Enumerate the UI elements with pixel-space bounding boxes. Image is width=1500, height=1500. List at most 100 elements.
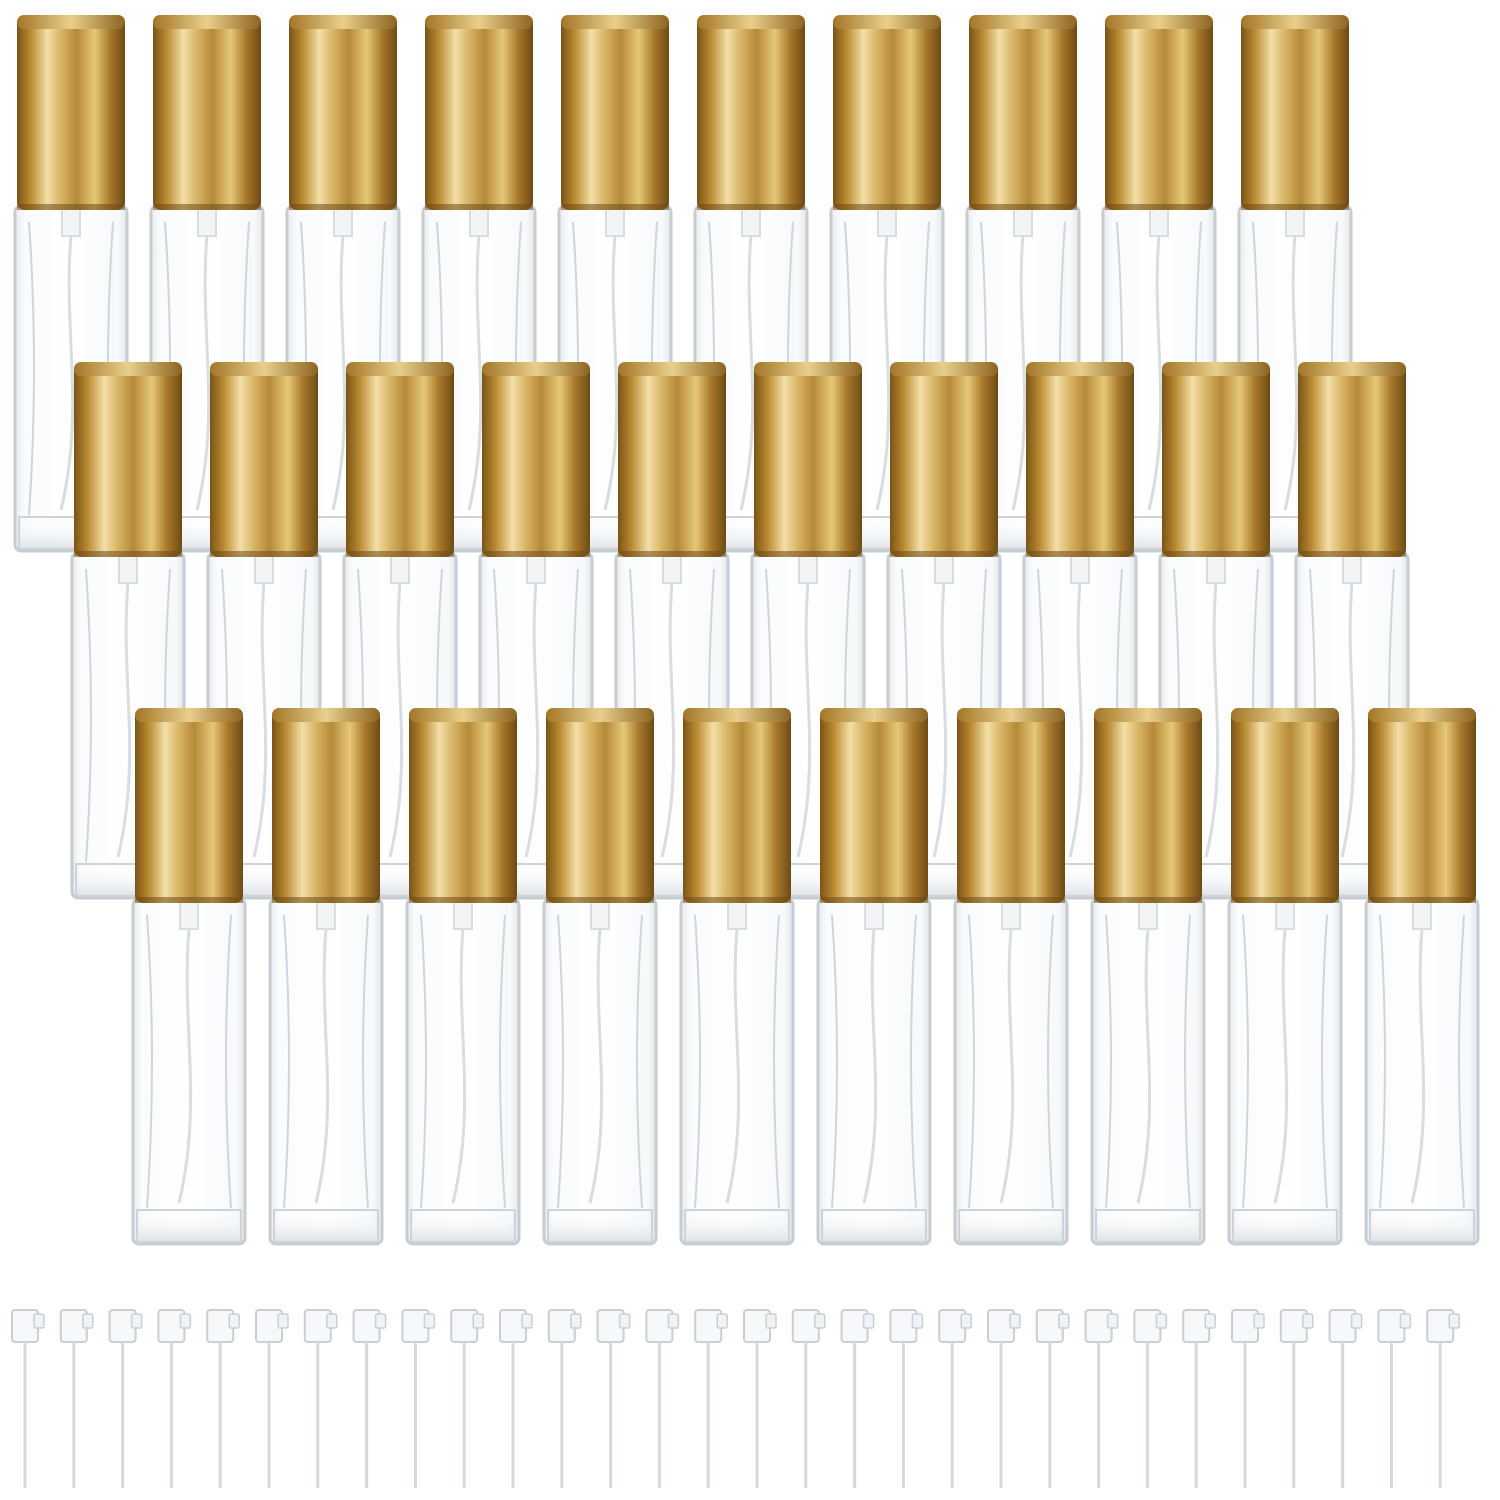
gold-cap: [272, 708, 380, 903]
dip-tube: [1136, 928, 1152, 1204]
dip-tube: [1204, 582, 1220, 858]
pipette-nozzle: [423, 1313, 436, 1329]
dip-tube: [1147, 235, 1163, 511]
gold-cap: [1298, 362, 1406, 557]
gold-cap-top: [1026, 362, 1134, 376]
pipette-nozzle: [33, 1313, 45, 1329]
pump-neck: [1001, 900, 1021, 930]
gold-cap-rim: [1298, 551, 1406, 557]
glass-inner-right: [1321, 914, 1328, 1209]
gold-cap-top: [272, 708, 380, 722]
glass-inner-left: [557, 914, 564, 1209]
back-bottle-1: [13, 15, 129, 553]
pipette-21: [987, 1309, 1021, 1488]
gold-cap: [1026, 362, 1134, 557]
glass-base: [821, 1209, 927, 1243]
pipette-3: [108, 1309, 143, 1488]
gold-cap: [683, 708, 791, 903]
glass-inner-left: [85, 568, 92, 863]
dip-tube: [796, 582, 812, 858]
pump-neck: [526, 554, 546, 584]
front-bottle-4: [542, 708, 658, 1246]
gold-cap: [820, 708, 928, 903]
front-bottle-9: [1227, 708, 1343, 1246]
pipette-nozzle: [862, 1313, 875, 1329]
glass-inner-right: [1458, 914, 1465, 1209]
pump-neck: [1138, 900, 1158, 930]
glass-inner-left: [28, 221, 35, 516]
dip-tube: [177, 928, 193, 1204]
front-bottle-8: [1090, 708, 1206, 1246]
pipette-15: [694, 1309, 728, 1488]
pump-neck: [1275, 900, 1295, 930]
dip-tube: [725, 928, 741, 1204]
front-bottle-2: [268, 708, 384, 1246]
gold-cap: [618, 362, 726, 557]
glass-inner-left: [1242, 914, 1249, 1209]
gold-cap-top: [210, 362, 318, 376]
glass-inner-right: [1184, 914, 1191, 1209]
dip-tube: [59, 235, 75, 511]
front-bottle-5: [679, 708, 795, 1246]
gold-cap-top: [833, 15, 941, 29]
gold-cap-top: [1162, 362, 1270, 376]
pump-neck: [1070, 554, 1090, 584]
pipette-19: [889, 1309, 924, 1488]
gold-cap: [482, 362, 590, 557]
pipette-nozzle: [1448, 1313, 1460, 1329]
gold-cap: [1368, 708, 1476, 903]
dip-tube: [1011, 235, 1027, 511]
gold-cap-rim: [210, 551, 318, 557]
gold-cap-top: [957, 708, 1065, 722]
gold-cap: [289, 15, 397, 210]
pipette-nozzle: [1399, 1313, 1412, 1329]
dip-tube: [862, 928, 878, 1204]
dip-tube: [314, 928, 330, 1204]
gold-cap-rim: [1094, 897, 1202, 903]
pipette-5: [206, 1309, 240, 1488]
pipette-nozzle: [1350, 1313, 1363, 1329]
gold-cap: [135, 708, 243, 903]
pipette-29: [1377, 1309, 1412, 1488]
gold-cap-top: [1368, 708, 1476, 722]
glass-inner-left: [968, 914, 975, 1209]
dip-tube: [932, 582, 948, 858]
gold-cap: [346, 362, 454, 557]
dip-tube: [1068, 582, 1084, 858]
glass-base: [1232, 1209, 1338, 1243]
gold-cap: [697, 15, 805, 210]
gold-cap: [890, 362, 998, 557]
gold-cap-top: [346, 362, 454, 376]
glass-inner-left: [1105, 914, 1112, 1209]
gold-cap-top: [1298, 362, 1406, 376]
glass-inner-right: [773, 914, 780, 1209]
pipette-11: [499, 1309, 533, 1488]
gold-cap-rim: [153, 204, 261, 210]
dip-tube: [999, 928, 1015, 1204]
gold-cap: [1241, 15, 1349, 210]
gold-cap-rim: [697, 204, 805, 210]
glass-inner-left: [420, 914, 427, 1209]
gold-cap-rim: [1368, 897, 1476, 903]
gold-cap-rim: [17, 204, 125, 210]
gold-cap-top: [683, 708, 791, 722]
gold-cap: [546, 708, 654, 903]
dip-tube: [588, 928, 604, 1204]
pump-neck: [741, 207, 761, 237]
pump-neck: [590, 900, 610, 930]
pump-neck: [469, 207, 489, 237]
bottle-row-front: [131, 708, 1480, 1246]
gold-cap-rim: [833, 204, 941, 210]
gold-cap-top: [409, 708, 517, 722]
gold-cap-rim: [820, 897, 928, 903]
gold-cap-top: [969, 15, 1077, 29]
pipette-nozzle: [1106, 1313, 1119, 1329]
dip-tube: [603, 235, 619, 511]
gold-cap-rim: [1231, 897, 1339, 903]
pump-neck: [662, 554, 682, 584]
front-bottle-10: [1364, 708, 1480, 1246]
dip-tube: [1410, 928, 1426, 1204]
gold-cap-top: [754, 362, 862, 376]
gold-cap-top: [561, 15, 669, 29]
